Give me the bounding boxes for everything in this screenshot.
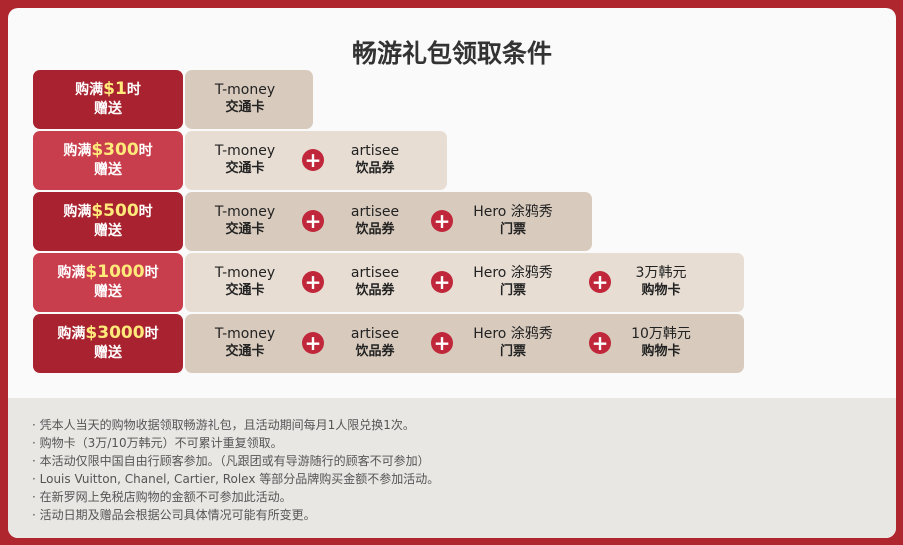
gift-name: T-money	[214, 82, 276, 98]
gift-item: T-money 交通卡	[185, 142, 305, 178]
gift-type: 门票	[499, 283, 526, 298]
label-gift: 赠送	[94, 345, 122, 361]
gift-item: 10万韩元购物卡	[601, 325, 721, 361]
note-item: · 本活动仅限中国自由行顾客参加。（凡跟团或有导游随行的顾客不可参加）	[32, 454, 430, 468]
label-prefix: 购满	[63, 204, 92, 220]
note-item: · 活动日期及赠品会根据公司具体情况可能有所变更。	[32, 508, 316, 522]
label-gift: 赠送	[94, 223, 122, 239]
gift-type: 交通卡	[225, 100, 265, 115]
gift-name: T-money	[214, 143, 276, 159]
plus-circle-icon: +	[431, 210, 453, 232]
gift-item: artisee 饮品券	[315, 325, 435, 361]
label-suffix: 时	[138, 143, 153, 159]
label-suffix: 时	[138, 204, 153, 220]
threshold-amount: $1	[103, 79, 127, 99]
gift-type: 饮品券	[355, 222, 395, 237]
gift-item: artisee 饮品券	[315, 142, 435, 178]
plus-circle-icon: +	[589, 332, 611, 354]
threshold-amount: $300	[91, 140, 139, 160]
page-title: 畅游礼包领取条件	[351, 39, 552, 68]
gift-type: 门票	[499, 344, 526, 359]
label-gift: 赠送	[94, 162, 122, 178]
gift-item: Hero 涂鸦秀门票	[453, 203, 573, 239]
gift-name: 10万韩元	[631, 326, 691, 342]
plus-circle-icon: +	[302, 210, 324, 232]
threshold-label: 购满$3000时赠送	[33, 314, 183, 373]
threshold-label: 购满$300时赠送	[33, 131, 183, 190]
gift-name: T-money	[214, 265, 276, 281]
threshold-amount: $500	[91, 201, 139, 221]
threshold-amount: $1000	[85, 262, 145, 282]
label-suffix: 时	[126, 82, 141, 98]
gift-item: T-money 交通卡	[185, 203, 305, 239]
gift-name: artisee	[350, 265, 400, 281]
note-item: · 购物卡（3万/10万韩元）不可累计重复领取。	[32, 436, 283, 450]
plus-circle-icon: +	[431, 271, 453, 293]
plus-circle-icon: +	[302, 332, 324, 354]
gift-name: Hero 涂鸦秀	[473, 265, 553, 281]
gift-type: 交通卡	[225, 344, 265, 359]
gift-item: 3万韩元购物卡	[601, 264, 721, 300]
gift-type: 购物卡	[641, 283, 681, 298]
gift-items: T-money 交通卡 + artisee 饮品券	[185, 131, 447, 190]
gift-item: artisee 饮品券	[315, 264, 435, 300]
gift-type: 饮品券	[355, 344, 395, 359]
label-prefix: 购满	[75, 82, 104, 98]
gift-type: 交通卡	[225, 283, 265, 298]
threshold-label: 购满$1时赠送	[33, 70, 183, 129]
gift-item: T-money 交通卡	[185, 264, 305, 300]
note-item: · 凭本人当天的购物收据领取畅游礼包，且活动期间每月1人限兑换1次。	[32, 418, 415, 432]
gift-type: 交通卡	[225, 161, 265, 176]
gift-name: artisee	[350, 204, 400, 220]
plus-circle-icon: +	[302, 149, 324, 171]
threshold-label: 购满$1000时赠送	[33, 253, 183, 312]
gift-name: Hero 涂鸦秀	[473, 326, 553, 342]
gift-name: T-money	[214, 204, 276, 220]
gift-item: Hero 涂鸦秀门票	[453, 325, 573, 361]
gift-type: 门票	[499, 222, 526, 237]
gift-type: 饮品券	[355, 283, 395, 298]
label-suffix: 时	[144, 326, 159, 342]
label-prefix: 购满	[57, 265, 86, 281]
gift-type: 饮品券	[355, 161, 395, 176]
gift-items: T-money 交通卡	[185, 70, 313, 129]
threshold-label: 购满$500时赠送	[33, 192, 183, 251]
plus-circle-icon: +	[431, 332, 453, 354]
note-item: · Louis Vuitton, Chanel, Cartier, Rolex …	[32, 472, 440, 486]
gift-name: artisee	[350, 326, 400, 342]
gift-name: 3万韩元	[635, 265, 687, 281]
label-gift: 赠送	[94, 284, 122, 300]
label-prefix: 购满	[57, 326, 86, 342]
gift-type: 购物卡	[641, 344, 681, 359]
threshold-amount: $3000	[85, 323, 145, 343]
note-item: · 在新罗网上免税店购物的金额不可参加此活动。	[32, 490, 292, 504]
gift-name: T-money	[214, 326, 276, 342]
label-prefix: 购满	[63, 143, 92, 159]
plus-circle-icon: +	[302, 271, 324, 293]
gift-item: T-money 交通卡	[185, 325, 305, 361]
plus-circle-icon: +	[589, 271, 611, 293]
gift-item: artisee 饮品券	[315, 203, 435, 239]
gift-name: Hero 涂鸦秀	[473, 204, 553, 220]
label-gift: 赠送	[94, 101, 122, 117]
notes-section: · 凭本人当天的购物收据领取畅游礼包，且活动期间每月1人限兑换1次。 · 购物卡（…	[8, 398, 896, 538]
gift-name: artisee	[350, 143, 400, 159]
label-suffix: 时	[144, 265, 159, 281]
gift-type: 交通卡	[225, 222, 265, 237]
gift-item: T-money 交通卡	[185, 81, 305, 117]
gift-item: Hero 涂鸦秀门票	[453, 264, 573, 300]
